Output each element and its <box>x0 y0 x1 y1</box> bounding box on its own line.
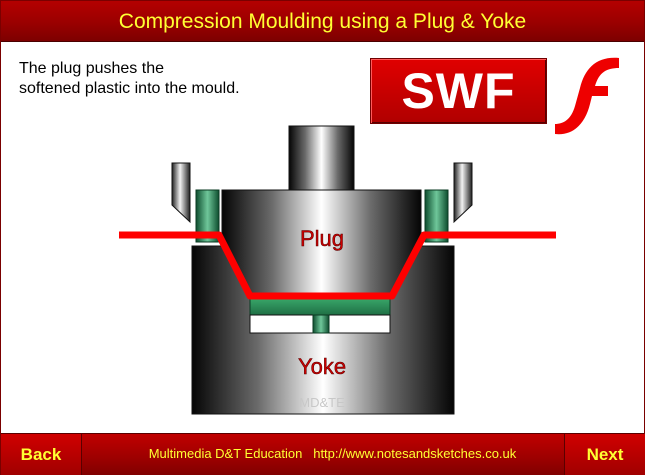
description-line-2: softened plastic into the mould. <box>19 80 240 97</box>
plug-stem <box>288 125 355 191</box>
yoke-label: Yoke <box>298 354 346 379</box>
swf-label: SWF <box>401 63 516 119</box>
description-line-1: The plug pushes the <box>19 60 164 77</box>
description-text: The plug pushes the softened plastic int… <box>19 59 240 99</box>
watermark: MD&TE <box>299 395 345 410</box>
footer-credits: Multimedia D&T Education http://www.note… <box>121 446 544 461</box>
left-clamp <box>171 162 191 224</box>
plug-label: Plug <box>300 226 344 251</box>
plastic-sheet <box>119 231 556 300</box>
mould-green-plate <box>249 297 391 316</box>
back-button[interactable]: Back <box>1 434 82 475</box>
right-clamp <box>453 162 473 224</box>
left-guide-post <box>195 189 220 243</box>
right-guide-post <box>424 189 449 243</box>
footer-url[interactable]: http://www.notesandsketches.co.uk <box>313 446 517 461</box>
mould-ejector-pin <box>312 314 330 334</box>
swf-badge: SWF <box>370 58 547 124</box>
flash-logo-icon <box>555 57 619 135</box>
footer-bar: Back Multimedia D&T Education http://www… <box>1 433 645 475</box>
page-title: Compression Moulding using a Plug & Yoke <box>118 10 527 33</box>
next-button[interactable]: Next <box>564 434 645 475</box>
footer-org: Multimedia D&T Education <box>148 446 303 461</box>
title-bar: Compression Moulding using a Plug & Yoke <box>1 1 644 42</box>
